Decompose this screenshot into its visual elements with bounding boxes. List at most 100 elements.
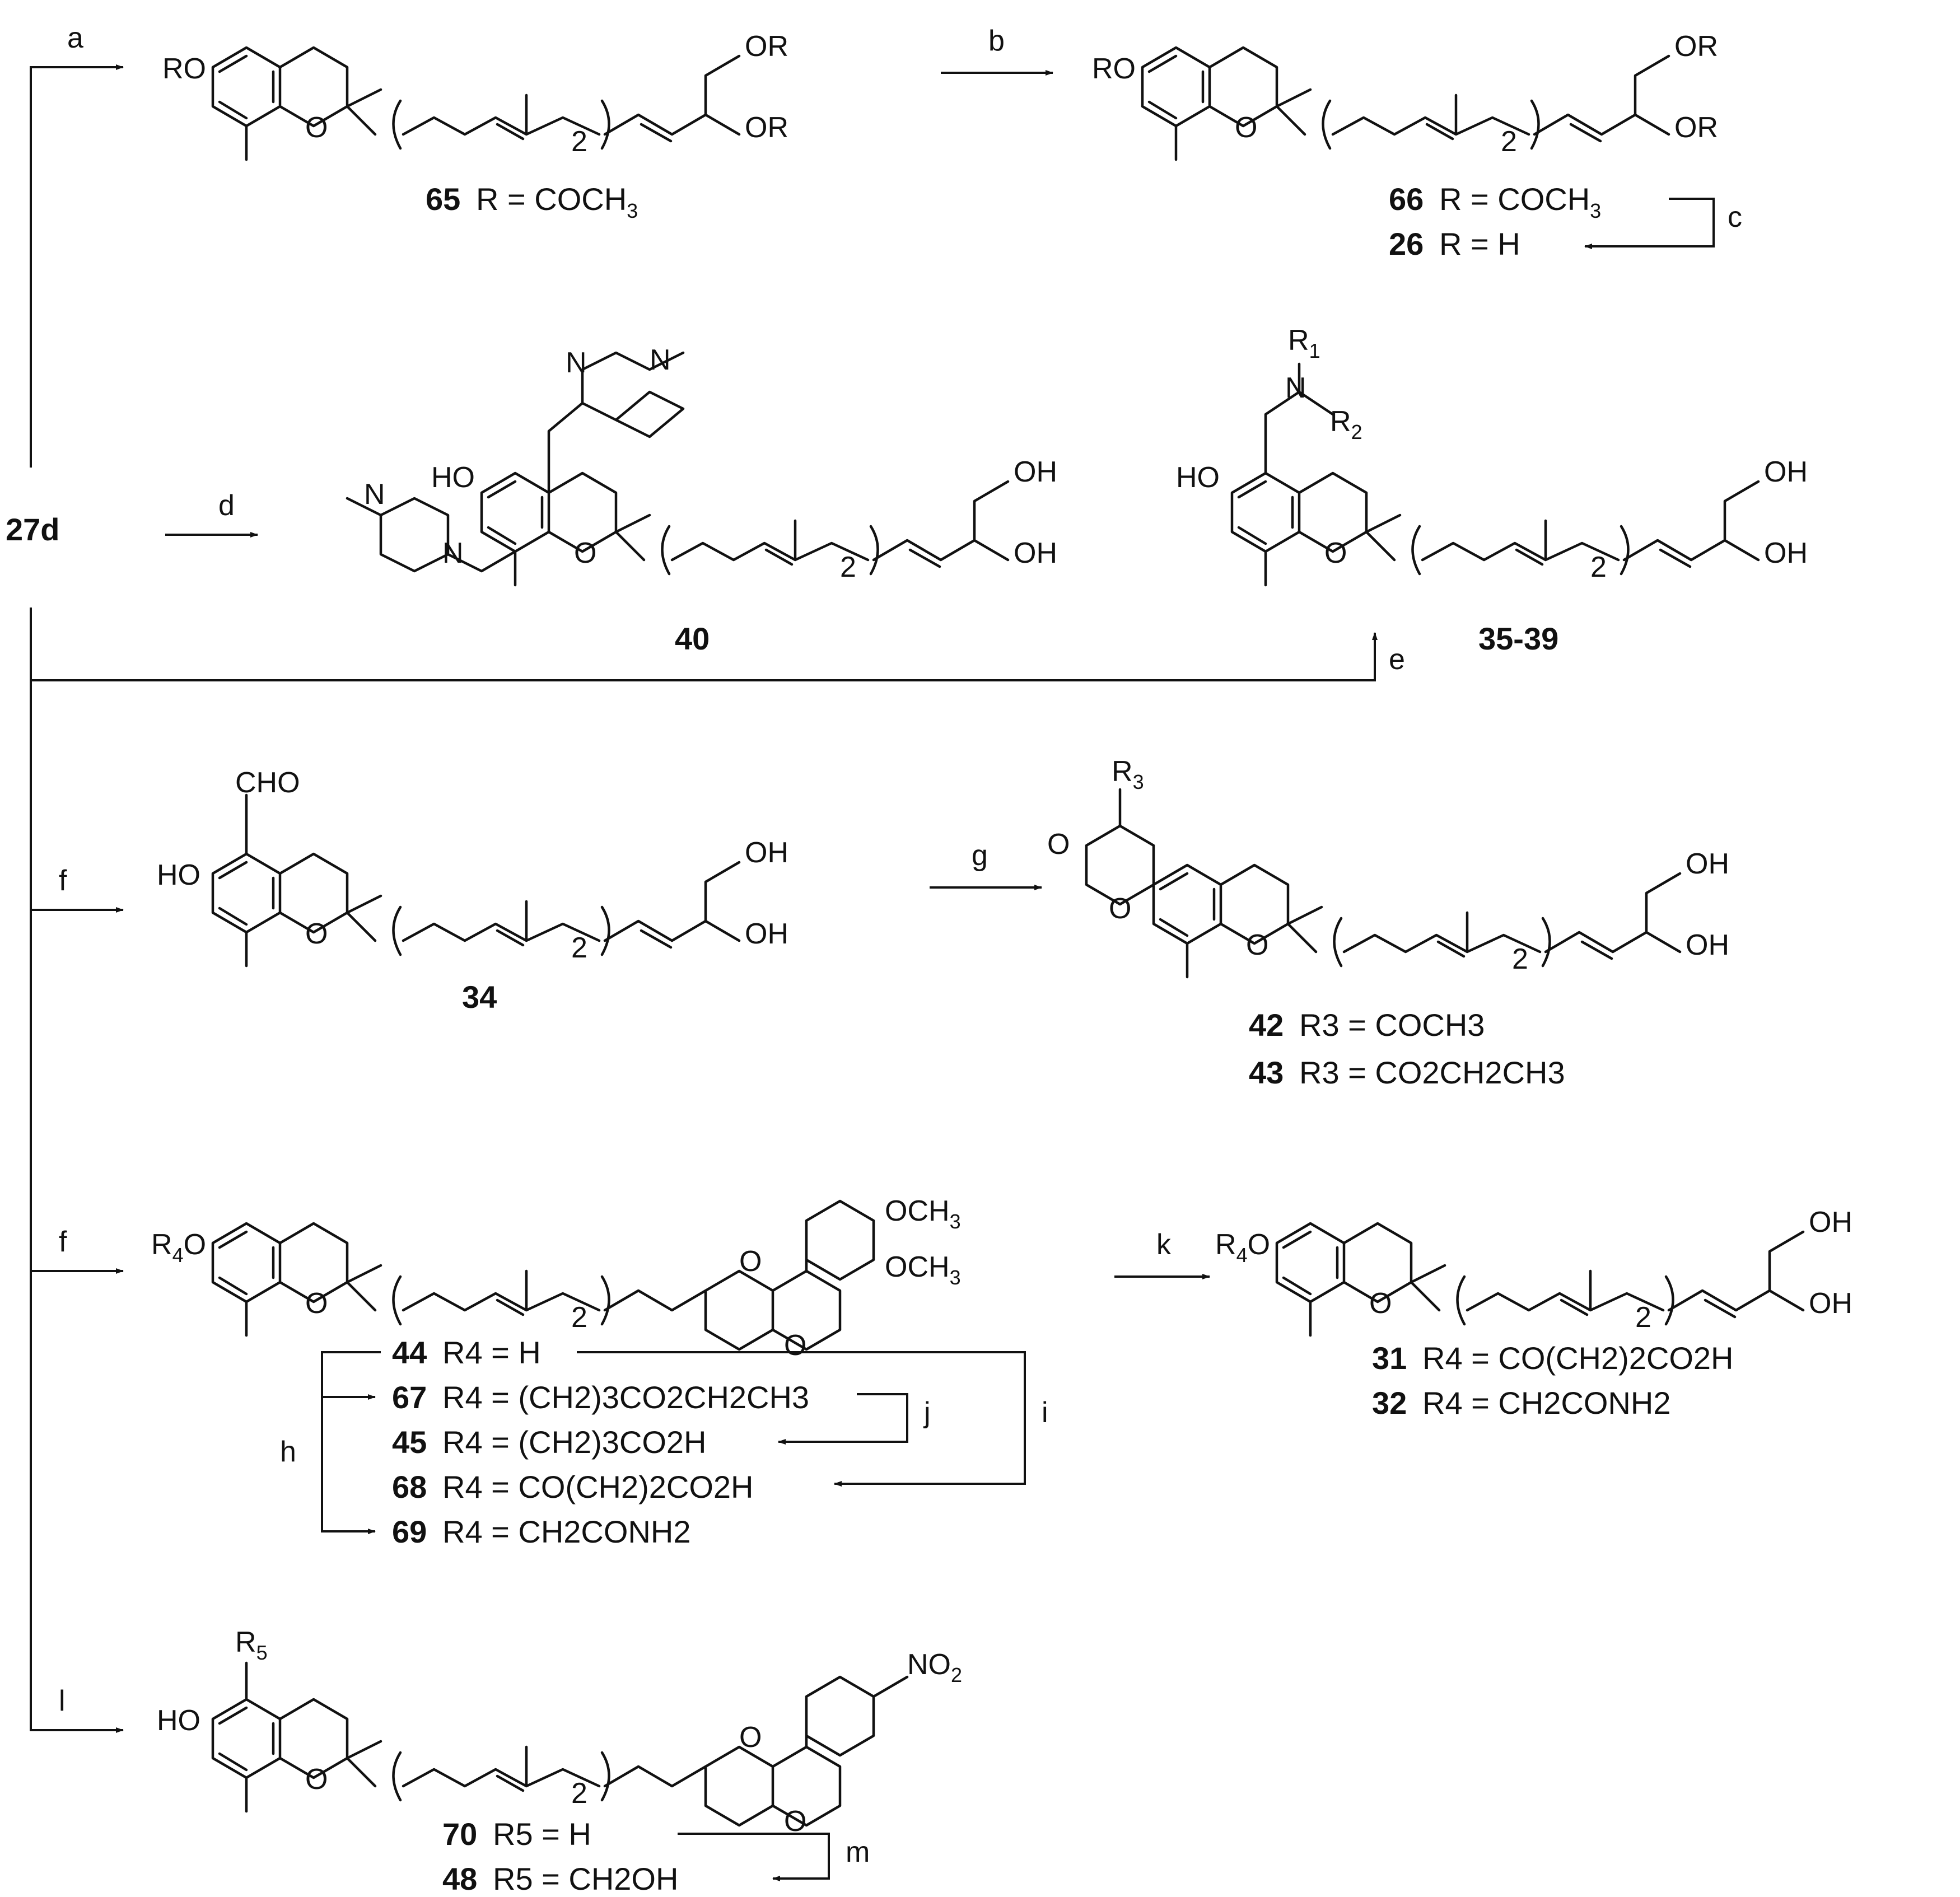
compound-45-substituent: R4 = (CH2)3CO2H [442,1424,706,1460]
arrow-m [678,1833,830,1881]
arrow-j [778,1393,908,1445]
compound-70-substituent: R5 = H [493,1816,591,1852]
svg-text:HO: HO [1176,461,1220,494]
svg-text:N: N [442,537,464,569]
structure-44: R4O O O O OCH3 OCH3 2 [151,1195,961,1362]
arrow-a [30,64,124,468]
compound-48-substituent: R5 = CH2OH [493,1861,678,1896]
compound-48-id: 48 [442,1861,477,1896]
svg-text:OR: OR [745,111,788,144]
structure-70: R5 HO O O O NO2 2 [157,1626,962,1838]
svg-text:OR: OR [1674,30,1718,63]
compound-45-id: 45 [392,1424,427,1460]
compound-26-id: 26 [1389,226,1424,261]
compound-69-substituent: R4 = CH2CONH2 [442,1514,690,1549]
svg-text:HO: HO [157,859,200,891]
svg-text:OH: OH [1764,456,1808,488]
compound-44-substituent: R4 = H [442,1335,541,1370]
compound-31-substituent: R4 = CO(CH2)2CO2H [1422,1340,1733,1376]
reagent-b: b [988,25,1005,57]
svg-text:2: 2 [571,1777,587,1810]
svg-text:OH: OH [1014,537,1057,569]
svg-text:2: 2 [571,932,587,964]
compound-42-substituent: R3 = COCH3 [1299,1007,1485,1043]
svg-text:OH: OH [1809,1206,1852,1239]
arrow-h [321,1351,381,1534]
svg-text:N: N [1285,372,1306,404]
compound-65-substituent: R = COCH3 [476,181,638,222]
svg-text:O: O [1109,893,1131,925]
svg-text:HO: HO [431,461,475,494]
svg-text:2: 2 [1501,125,1517,158]
svg-text:OH: OH [1764,537,1808,569]
svg-text:RO: RO [1092,53,1136,85]
compound-26-substituent: R = H [1439,226,1520,261]
reagent-k: k [1156,1228,1172,1261]
structure-34: CHO HO O OH OH 2 [157,767,788,966]
compound-65-id: 65 [426,181,460,217]
svg-text:N: N [566,347,587,379]
structure-31-32: R4O O OH OH 2 [1215,1206,1852,1335]
svg-text:OH: OH [745,837,788,869]
svg-text:R4O: R4O [1215,1228,1270,1267]
reagent-e: e [1389,643,1405,676]
compound-35-39-id: 35-39 [1478,621,1558,656]
compound-32-id: 32 [1372,1385,1407,1421]
svg-text:RO: RO [162,53,206,85]
compound-31-id: 31 [1372,1340,1407,1376]
reagent-c: c [1728,201,1742,233]
svg-text:OR: OR [1674,111,1718,144]
compound-44-id: 44 [392,1335,427,1370]
svg-text:O: O [305,1287,328,1320]
svg-text:2: 2 [1635,1301,1651,1334]
svg-text:O: O [574,537,596,569]
arrow-c [1584,198,1715,249]
svg-text:R5: R5 [235,1626,268,1664]
svg-text:OCH3: OCH3 [885,1251,961,1289]
svg-text:OH: OH [1686,848,1729,880]
svg-text:O: O [305,918,328,950]
svg-text:HO: HO [157,1704,200,1737]
compound-34-id: 34 [462,979,497,1015]
structure-65: RO O OR OR 2 [162,30,788,160]
reagent-h: h [280,1436,296,1468]
structure-66: RO O OR OR 2 [1092,30,1718,160]
svg-text:2: 2 [571,125,587,158]
svg-text:NO2: NO2 [907,1648,962,1686]
compound-32-substituent: R4 = CH2CONH2 [1422,1385,1670,1421]
svg-text:OCH3: OCH3 [885,1195,961,1233]
svg-text:R1: R1 [1288,324,1320,362]
reagent-m: m [846,1836,870,1868]
compound-43-substituent: R3 = CO2CH2CH3 [1299,1055,1565,1090]
svg-text:O: O [1324,537,1347,569]
structure-35-39: HO N R1 R2 O OH OH 2 [1176,324,1808,585]
start-compound-label: 27d [6,512,60,547]
svg-text:O: O [784,1805,806,1838]
svg-text:CHO: CHO [235,767,300,799]
compound-70-id: 70 [442,1816,477,1852]
svg-text:O: O [1246,929,1268,961]
svg-text:OH: OH [1686,929,1729,961]
arrow-i [577,1351,1026,1487]
compound-68-substituent: R4 = CO(CH2)2CO2H [442,1469,753,1504]
svg-text:N: N [364,478,385,511]
svg-text:OR: OR [745,30,788,63]
compound-69-id: 69 [392,1514,427,1549]
reagent-d: d [218,489,235,522]
compound-68-id: 68 [392,1469,427,1504]
svg-text:O: O [739,1245,762,1278]
svg-text:OH: OH [1014,456,1057,488]
compound-66-substituent: R = COCH3 [1439,181,1601,222]
reagent-i: i [1042,1396,1048,1429]
svg-text:2: 2 [1590,551,1607,583]
svg-text:O: O [305,1763,328,1796]
svg-text:O: O [784,1329,806,1362]
structure-42-43: R3 O O O OH OH 2 [1047,755,1729,977]
reagent-j: j [923,1396,931,1429]
svg-text:2: 2 [840,551,856,583]
svg-text:OH: OH [1809,1287,1852,1320]
structure-40: HO N N N N O OH OH 2 [346,344,1057,585]
compound-66-id: 66 [1389,181,1424,217]
svg-text:O: O [1047,828,1070,861]
